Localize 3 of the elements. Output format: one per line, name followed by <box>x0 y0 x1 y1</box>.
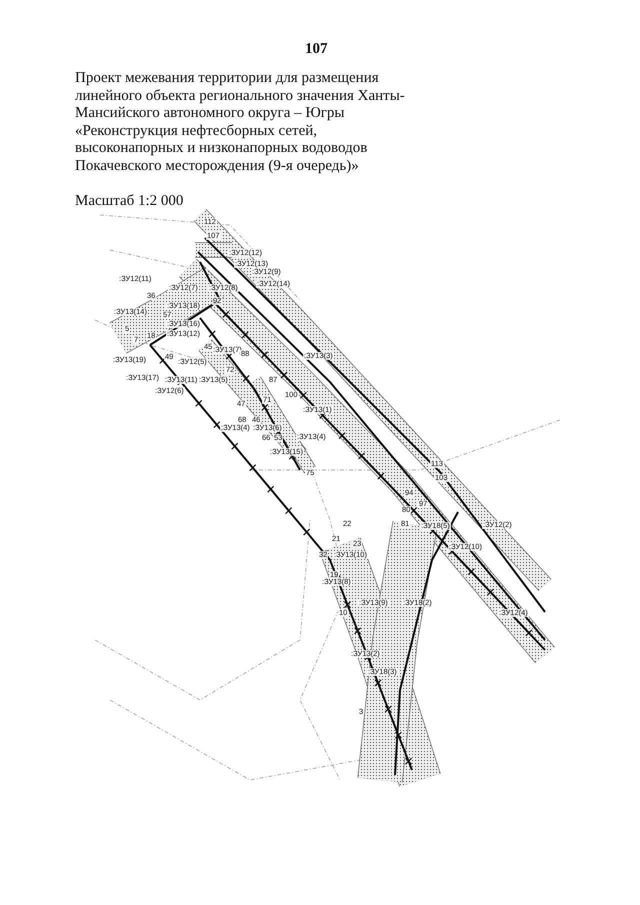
page-number: 107 <box>305 41 328 58</box>
map-title: Проект межевания территории для размещения линейного объекта регионального значения Ханты-Мансийского автономного округа – Югры «Реконструкция нефтесборных сетей, высоконапорных и низконапорных водоводов Покачевского месторождения (9-я очередь)» <box>75 70 405 175</box>
scale-note: Масштаб 1:2 000 <box>75 192 184 210</box>
